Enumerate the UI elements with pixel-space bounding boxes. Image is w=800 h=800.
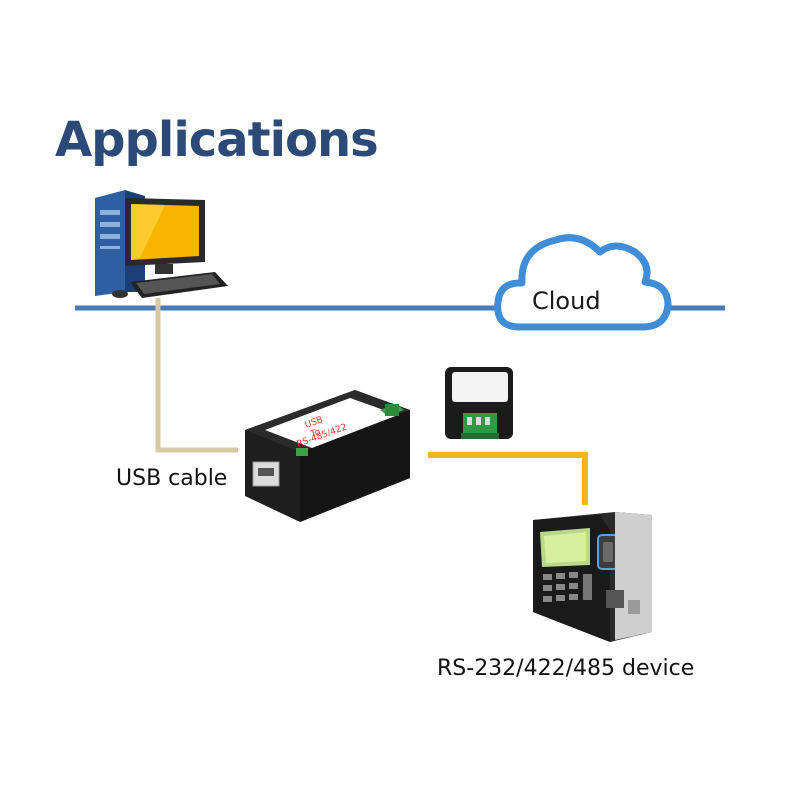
- device-label: RS-232/422/485 device: [437, 656, 695, 681]
- usb-cable-line: [155, 298, 238, 453]
- usb-cable-label: USB cable: [116, 466, 228, 491]
- usb-converter-icon: [245, 390, 410, 522]
- computer-icon: [95, 190, 228, 298]
- converter-label-line2: To: [309, 427, 323, 440]
- fingerprint-attendance-terminal-icon: [533, 512, 652, 642]
- cloud-icon: [494, 234, 672, 331]
- terminal-block-module-icon: [445, 367, 513, 439]
- serial-cable-line: [428, 452, 588, 505]
- page-title: Applications: [55, 112, 379, 168]
- cloud-label: Cloud: [532, 287, 601, 315]
